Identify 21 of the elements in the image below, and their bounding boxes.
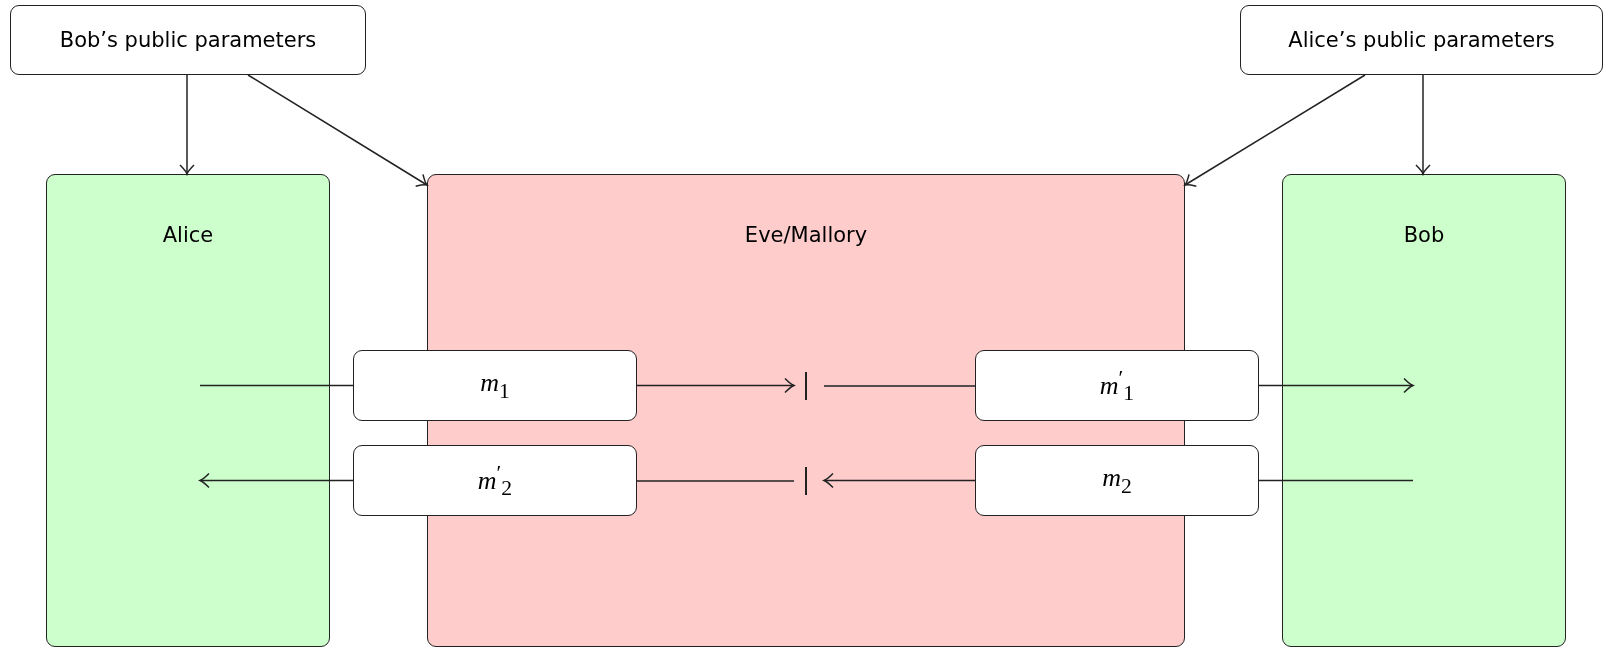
node-label: Bob’s public parameters bbox=[59, 28, 317, 52]
connector-line bbox=[823, 385, 976, 387]
message-box bbox=[975, 350, 1259, 421]
participant-box bbox=[1282, 174, 1566, 647]
parameters-box bbox=[1240, 5, 1603, 75]
node-label: Alice bbox=[162, 223, 214, 247]
node-label: Alice’s public parameters bbox=[1288, 28, 1555, 52]
participant-box bbox=[46, 174, 330, 647]
blocking-bar bbox=[804, 371, 807, 400]
message-box bbox=[975, 445, 1259, 516]
parameters-box bbox=[10, 5, 366, 75]
message-label: m$_{2}$ bbox=[1102, 462, 1132, 499]
node-label: Eve/Mallory bbox=[744, 223, 868, 247]
message-box bbox=[353, 350, 637, 421]
connector-line bbox=[1258, 479, 1414, 482]
connector-line bbox=[199, 384, 354, 387]
node-label: Bob bbox=[1403, 223, 1445, 247]
message-box bbox=[353, 445, 637, 516]
blocking-bar bbox=[804, 466, 807, 495]
message-label: m$_{1}$ bbox=[480, 367, 510, 404]
connector-line bbox=[636, 480, 795, 482]
